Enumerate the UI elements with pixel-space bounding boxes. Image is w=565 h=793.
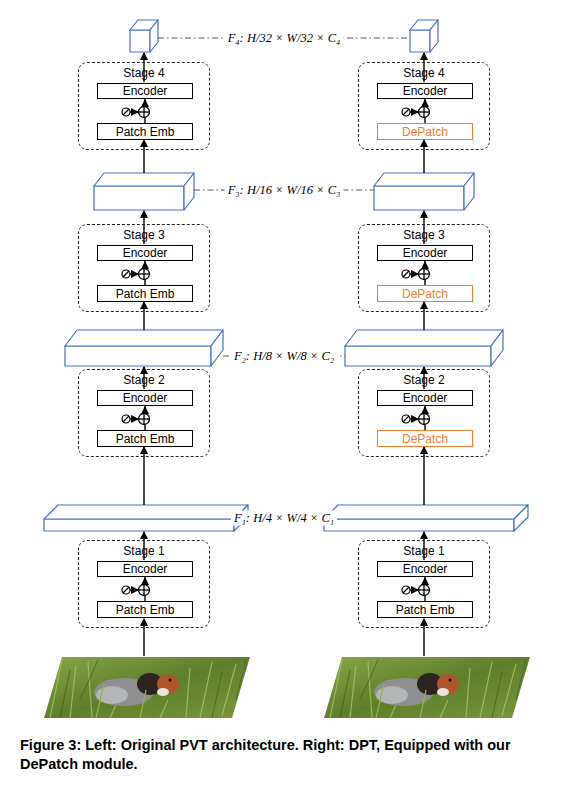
arrow-head (141, 577, 149, 585)
encoder-box: Encoder (377, 83, 473, 99)
arrow-head (421, 577, 429, 585)
encoder-box: Encoder (97, 390, 193, 406)
input-image (40, 655, 255, 721)
patch-embed-box: DePatch (377, 285, 473, 302)
stage-title: Stage 1 (79, 544, 209, 558)
encoder-box: Encoder (97, 561, 193, 577)
box-label: DePatch (402, 287, 448, 301)
encoder-box: Encoder (97, 245, 193, 261)
encoder-box: Encoder (377, 245, 473, 261)
box-label: Encoder (403, 391, 448, 405)
arrow-head (141, 406, 149, 414)
feature-size-label: F₁: H/4 × W/4 × C₁ (231, 511, 337, 526)
stage-title: Stage 3 (359, 228, 489, 242)
position-embedding-add (122, 107, 150, 596)
box-label: DePatch (402, 125, 448, 139)
encoder-box: Encoder (377, 390, 473, 406)
box-label: Patch Emb (116, 432, 175, 446)
column-drawing (40, 20, 255, 721)
stage-title: Stage 2 (79, 373, 209, 387)
feature-size-label: F₃: H/16 × W/16 × C₃ (225, 183, 344, 198)
arrow-head (421, 99, 429, 107)
feature-map-f3 (94, 173, 194, 210)
stage-title: Stage 3 (79, 228, 209, 242)
figure-caption: Figure 3: Left: Original PVT architectur… (20, 736, 545, 774)
zero-plus-symbol (122, 107, 150, 118)
patch-embed-box: Patch Emb (97, 285, 193, 302)
stage-title: Stage 2 (359, 373, 489, 387)
stage-title: Stage 1 (359, 544, 489, 558)
box-label: DePatch (402, 432, 448, 446)
box-label: Encoder (123, 391, 168, 405)
box-label: Encoder (123, 246, 168, 260)
patch-embed-box: Patch Emb (97, 123, 193, 140)
box-label: Encoder (123, 84, 168, 98)
box-label: Patch Emb (116, 125, 175, 139)
stage-title: Stage 4 (79, 66, 209, 80)
box-label: Patch Emb (116, 603, 175, 617)
patch-embed-box: Patch Emb (97, 601, 193, 618)
patch-embed-box: Patch Emb (377, 601, 473, 618)
encoder-box: Encoder (377, 561, 473, 577)
feature-map-f1 (44, 505, 248, 531)
stage-title: Stage 4 (359, 66, 489, 80)
patch-embed-box: DePatch (377, 123, 473, 140)
box-label: Patch Emb (116, 287, 175, 301)
feature-map-f2 (65, 330, 223, 366)
feature-size-label: F₂: H/8 × W/8 × C₂ (231, 349, 337, 364)
arrow-head (141, 261, 149, 269)
arrow-head (421, 261, 429, 269)
arrow-head (141, 99, 149, 107)
feature-size-label: F₄: H/32 × W/32 × C₄ (225, 31, 344, 46)
box-label: Encoder (403, 562, 448, 576)
patch-embed-box: Patch Emb (97, 430, 193, 447)
dash-dot-leaders (158, 38, 410, 518)
patch-embed-box: DePatch (377, 430, 473, 447)
arrow-head (421, 406, 429, 414)
box-label: Encoder (403, 246, 448, 260)
feature-map-f4 (130, 20, 158, 52)
encoder-box: Encoder (97, 83, 193, 99)
box-label: Patch Emb (396, 603, 455, 617)
box-label: Encoder (123, 562, 168, 576)
box-label: Encoder (403, 84, 448, 98)
